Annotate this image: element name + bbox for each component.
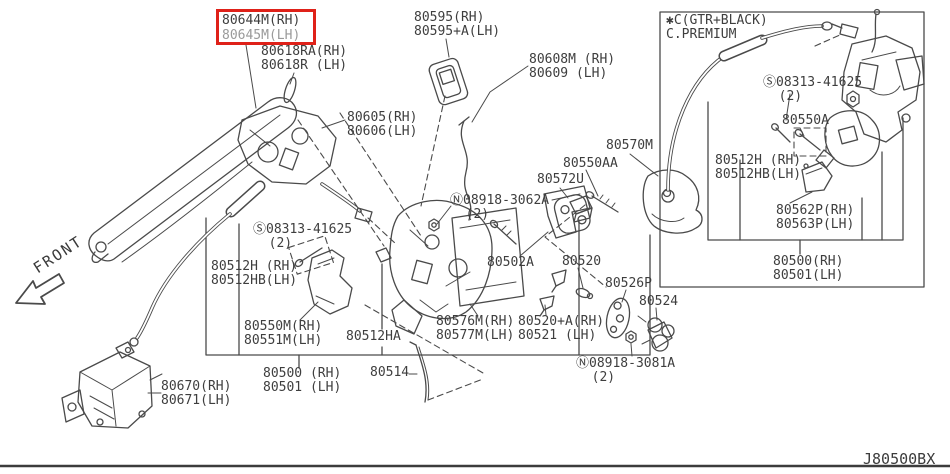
rod-80608-drawing bbox=[458, 116, 472, 221]
part-label-80550AA: 80550AA bbox=[563, 156, 618, 171]
part-label-80514: 80514 bbox=[370, 365, 410, 380]
latch-assembly-drawing bbox=[389, 199, 525, 335]
part-label-80644M: 80644M(RH) bbox=[222, 13, 301, 28]
part-label-80512H-right: 80512H (RH) 80512HB(LH) bbox=[715, 153, 802, 182]
clip-80520A-drawing bbox=[539, 295, 555, 317]
part-label-80500-left: 80500 (RH) 80501 (LH) bbox=[263, 366, 342, 395]
keeper-80512HA-drawing bbox=[375, 247, 392, 263]
part-label-80576M: 80576M(RH) 80577M(LH) bbox=[436, 314, 515, 343]
part-label-08313-right: Ⓢ08313-41625 (2) bbox=[763, 75, 863, 104]
part-label-80550A: 80550A bbox=[782, 113, 829, 128]
part-label-80618R: 80618RA(RH) 80618R (LH) bbox=[261, 44, 348, 73]
part-label-80520A: 80520+A(RH) 80521 (LH) bbox=[518, 314, 605, 343]
plate-80502A-drawing bbox=[543, 185, 591, 239]
part-label-80570M: 80570M bbox=[606, 138, 653, 153]
part-label-08918-3062A: Ⓝ08918-3062A (2) bbox=[450, 193, 550, 222]
actuator-80670-drawing bbox=[61, 341, 163, 429]
part-label-80595: 80595(RH) 80595+A(LH) bbox=[414, 10, 501, 39]
actuator-80524-drawing bbox=[637, 315, 675, 352]
highlighted-part-label-box[interactable]: 80644M(RH) 80645M(LH) bbox=[216, 9, 316, 45]
bracket-80550M-drawing bbox=[307, 249, 353, 315]
part-label-08918-3081A: Ⓝ08918-3081A (2) bbox=[576, 356, 676, 385]
part-label-80500-right: 80500(RH) 80501(LH) bbox=[773, 254, 844, 283]
right-cable-drawing bbox=[662, 21, 859, 198]
part-label-80572U: 80572U bbox=[537, 172, 584, 187]
part-label-80608M: 80608M (RH) 80609 (LH) bbox=[529, 52, 616, 81]
rod-80514-drawing bbox=[409, 341, 430, 403]
part-label-80512H-left: 80512H (RH) 80512HB(LH) bbox=[211, 259, 298, 288]
part-label-80526P: 80526P bbox=[605, 276, 652, 291]
part-label-80550M: 80550M(RH) 80551M(LH) bbox=[244, 319, 323, 348]
disc-80526P-drawing bbox=[605, 297, 631, 339]
switch-80595-drawing bbox=[428, 57, 469, 106]
door-handle-drawing bbox=[88, 76, 337, 264]
right-lock-drawing bbox=[771, 8, 925, 193]
part-label-80502A: 80502A bbox=[487, 255, 534, 270]
leader-lines bbox=[147, 38, 813, 394]
clip-80520-drawing bbox=[551, 269, 594, 300]
handle-cable-drawing bbox=[129, 180, 373, 347]
note-gtr-premium: ✱C(GTR+BLACK) C.PREMIUM bbox=[666, 13, 768, 42]
right-group-box bbox=[659, 11, 925, 288]
nut-3081A-drawing bbox=[625, 330, 637, 344]
bracket-80570M-drawing bbox=[642, 169, 703, 234]
drawing-code: J80500BX bbox=[863, 450, 936, 468]
front-arrow-icon bbox=[15, 273, 65, 305]
part-label-80605: 80605(RH) 80606(LH) bbox=[347, 110, 418, 139]
part-label-80562P: 80562P(RH) 80563P(LH) bbox=[776, 203, 855, 232]
part-label-80512HA: 80512HA bbox=[346, 329, 401, 344]
part-label-08313-left: Ⓢ08313-41625 (2) bbox=[253, 222, 353, 251]
part-label-80645M: 80645M(LH) bbox=[222, 28, 301, 43]
part-label-80520: 80520 bbox=[562, 254, 602, 269]
part-label-80670: 80670(RH) 80671(LH) bbox=[161, 379, 232, 408]
part-label-80524: 80524 bbox=[639, 294, 679, 309]
left-group-bracket bbox=[205, 217, 651, 369]
phantom-lines bbox=[288, 95, 607, 401]
